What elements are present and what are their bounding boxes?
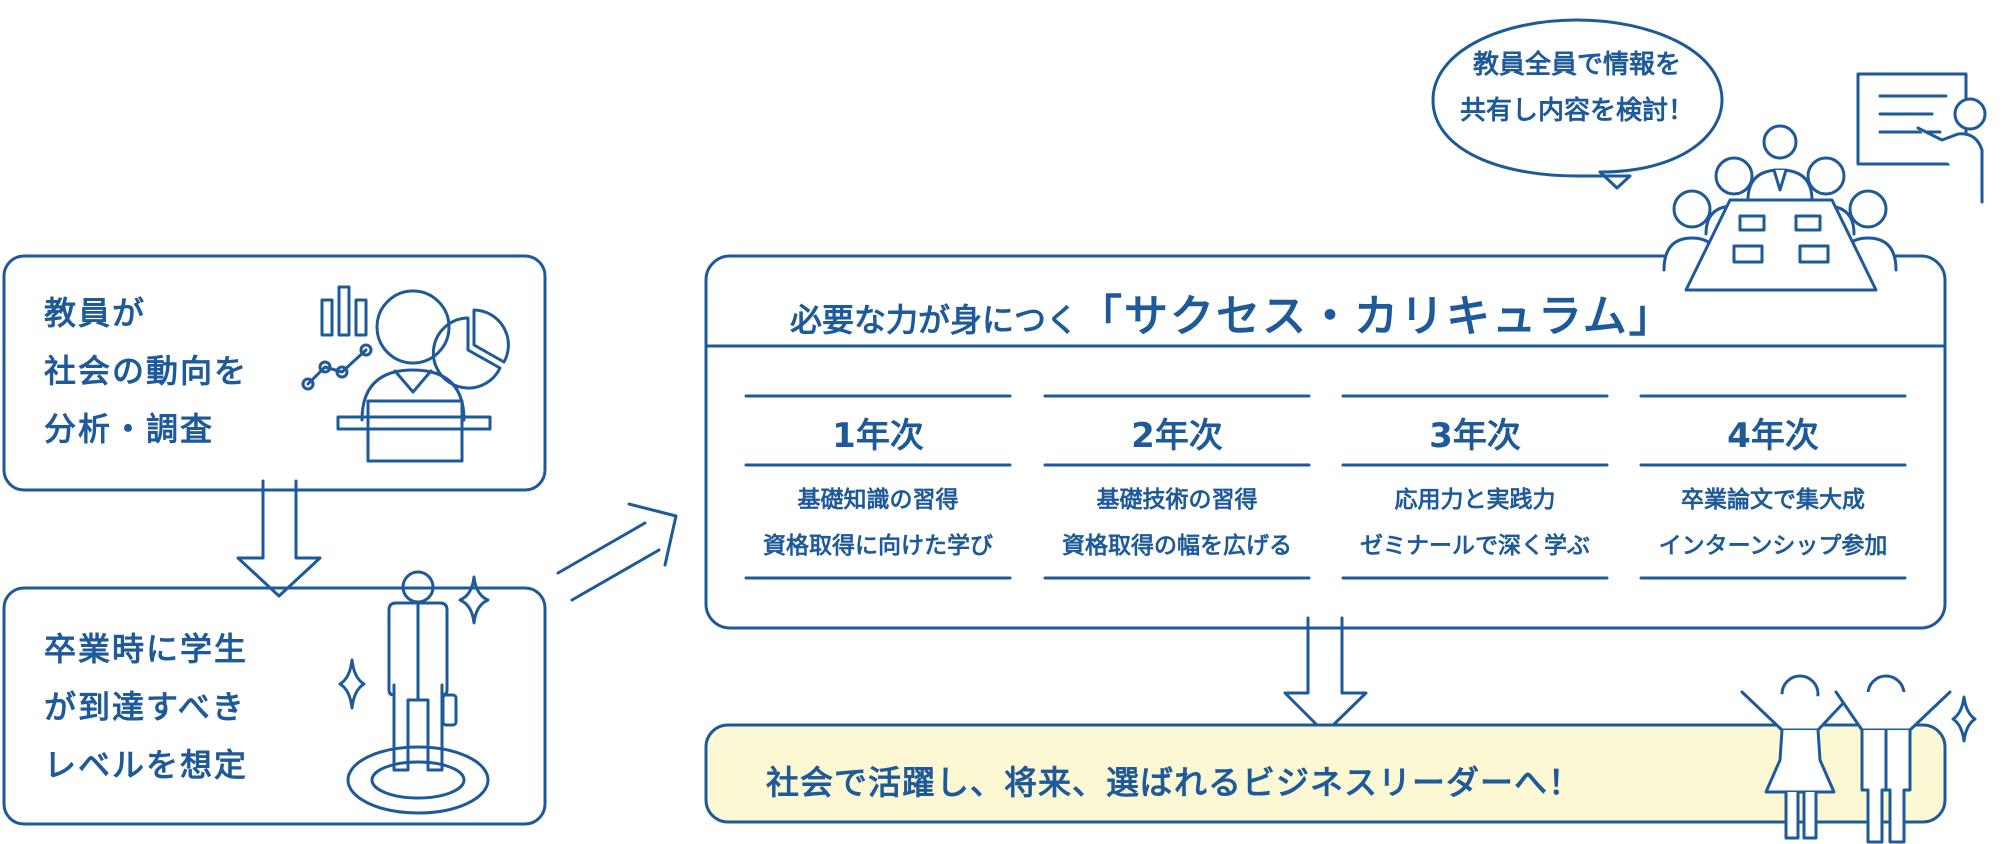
meeting-icon (1662, 72, 1987, 292)
analysis-line: 分析・調査 (44, 410, 215, 448)
curriculum-title-prefix: 必要な力が身につく (790, 301, 1079, 339)
year-label: 3年次 (1429, 416, 1521, 456)
year-column-rules (744, 394, 1907, 580)
year-detail-line: 応用力と実践力 (1394, 487, 1556, 513)
target-level-line: が到達すべき (44, 688, 246, 726)
bubble-line: 教員全員で情報を (1472, 50, 1681, 80)
year-detail-line: ゼミナールで深く学ぶ (1360, 533, 1590, 559)
speech-bubble (1431, 18, 1724, 190)
year-label: 4年次 (1727, 416, 1819, 456)
year-label: 2年次 (1131, 416, 1223, 456)
analysis-box (2, 254, 547, 492)
year-detail: 基礎知識の習得 資格取得に向けた学び (746, 477, 1010, 569)
target-level-line: 卒業時に学生 (44, 630, 249, 668)
analysis-line: 社会の動向を (44, 352, 249, 390)
arrow-diagonal-icon (556, 502, 678, 602)
year-detail: 基礎技術の習得 資格取得の幅を広げる (1045, 477, 1309, 569)
sparkle-icon (458, 575, 490, 625)
year-label: 1年次 (832, 416, 924, 456)
sparkle-icon (338, 658, 366, 710)
year-detail-line: 基礎知識の習得 (797, 487, 959, 513)
year-detail: 卒業論文で集大成 インターンシップ参加 (1641, 477, 1905, 569)
year-detail-line: 基礎技術の習得 (1096, 487, 1258, 513)
goal-box (704, 723, 1947, 824)
curriculum-title: 必要な力が身につく「サクセス・カリキュラム」 (790, 280, 1675, 344)
year-detail-line: 資格取得に向けた学び (763, 533, 993, 559)
celebrating-people-icon (1740, 674, 1952, 844)
year-detail-line: 資格取得の幅を広げる (1062, 533, 1292, 559)
arrow-down-icon (1283, 616, 1368, 735)
year-detail: 応用力と実践力 ゼミナールで深く学ぶ (1343, 477, 1607, 569)
year-detail-line: 卒業論文で集大成 (1681, 487, 1865, 513)
target-level-box (2, 586, 547, 826)
analysis-line: 教員が (44, 294, 147, 332)
standing-student-icon (346, 570, 490, 815)
curriculum-box (704, 254, 1947, 630)
curriculum-title-main: 「サクセス・カリキュラム」 (1078, 291, 1675, 342)
target-level-line: レベルを想定 (44, 746, 249, 784)
sparkle-icon (1951, 695, 1977, 743)
bubble-line: 共有し内容を検討！ (1459, 96, 1694, 126)
year-detail-line: インターンシップ参加 (1658, 533, 1888, 559)
goal-text: 社会で活躍し、将来、選ばれるビジネスリーダーへ！ (766, 763, 1582, 802)
bubble-text: 教員全員で情報を 共有し内容を検討！ (1437, 42, 1717, 134)
arrow-down-icon (236, 479, 322, 598)
analysis-text: 教員が 社会の動向を 分析・調査 (44, 284, 248, 458)
target-level-text: 卒業時に学生 が到達すべき レベルを想定 (44, 620, 248, 794)
analysis-person-icon (301, 285, 510, 463)
